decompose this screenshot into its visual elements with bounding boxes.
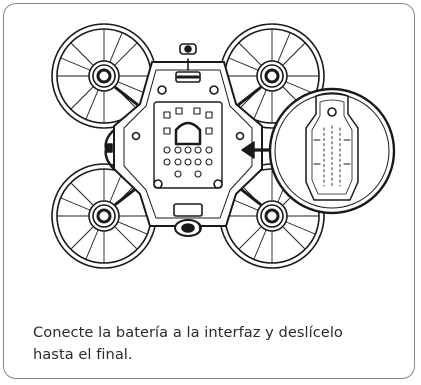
instruction-text: Conecte la batería a la interfaz y deslí… <box>33 322 403 366</box>
propeller-guard-top-left <box>51 23 157 129</box>
instruction-card: Conecte la batería a la interfaz y deslí… <box>3 3 415 379</box>
drone-body <box>104 43 263 237</box>
drone-illustration <box>51 23 396 269</box>
instruction-line-2: hasta el final. <box>33 346 133 363</box>
instruction-line-1: Conecte la batería a la interfaz y deslí… <box>33 324 343 341</box>
battery-detail-zoom <box>268 87 396 215</box>
